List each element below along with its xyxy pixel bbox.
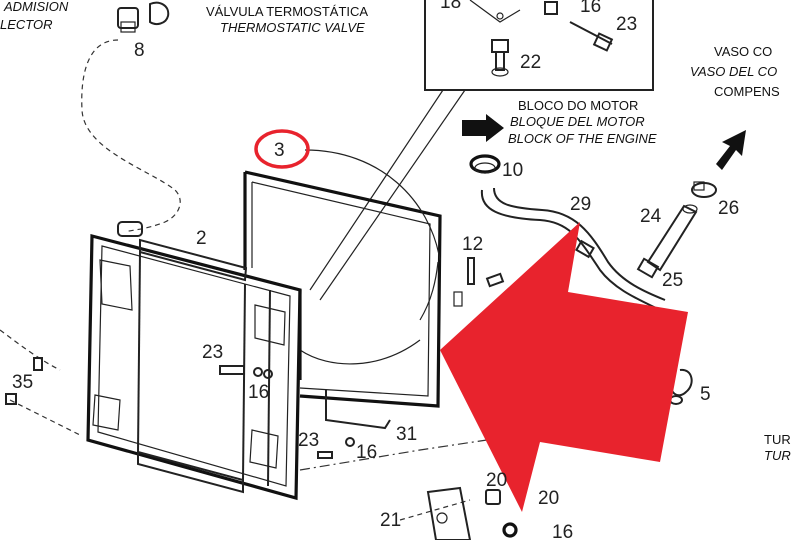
caption-vaso-2: VASO DEL CO [690,64,777,79]
fan-shroud-3 [243,149,442,430]
part-number-2: 2 [196,228,207,249]
part-number-20-a: 20 [486,470,507,491]
part-number-8: 8 [134,40,145,61]
caption-engine-es: BLOQUE DEL MOTOR [510,114,645,129]
hose-clamp-10 [469,154,501,174]
part-number-16-mid: 16 [248,382,269,403]
bolt-23-low [317,437,355,459]
part-number-21: 21 [380,510,401,531]
bottom-dash-line [399,499,471,521]
part-number-16-bottom: 16 [552,522,573,540]
hose-line-lower [9,399,81,436]
radiator-2 [86,221,302,501]
caption-tur-2: TUR [764,448,791,463]
caption-vaso-1: VASO CO [714,44,772,59]
part-number-16-top: 16 [580,0,601,17]
caption-admision: ADMISION [3,0,69,14]
caption-vaso-3: COMPENS [714,84,780,99]
part-number-22: 22 [520,52,541,73]
part-number-5: 5 [700,384,711,405]
part-number-24: 24 [640,206,662,227]
part-number-31: 31 [396,424,417,445]
caption-thermostat-en: THERMOSTATIC VALVE [220,20,365,35]
part-number-23-top: 23 [616,14,637,35]
screw-35 [5,357,43,405]
caption-engine-pt: BLOCO DO MOTOR [518,98,638,113]
highlight-circle [254,129,310,169]
hose-clamp-8 [117,1,170,33]
part-number-16-low: 16 [356,442,377,463]
bolt-12 [453,257,505,307]
part-number-12: 12 [462,234,483,255]
detail-box-thermostat [309,0,654,301]
part-number-20-b: 20 [538,488,559,509]
part-number-23-mid: 23 [202,342,223,363]
caption-tur-1: TUR [764,432,791,447]
part-number-3: 3 [274,140,285,161]
part-number-10: 10 [502,160,523,181]
hose-line-lower-left [0,329,61,371]
hose-clamp-26 [691,181,717,198]
arrow-to-engine-icon [462,114,504,142]
bolt-23-mid [219,365,273,379]
part-number-18: 18 [440,0,461,13]
caption-engine-en: BLOCK OF THE ENGINE [508,131,657,146]
part-number-29: 29 [570,194,591,215]
part-number-26: 26 [718,198,739,219]
arrow-to-vaso-icon [716,130,746,170]
part-number-35: 35 [12,372,33,393]
part-number-25: 25 [662,270,683,291]
part-number-23-low: 23 [298,430,319,451]
bracket-21 [426,486,472,540]
caption-lector: LECTOR [0,17,53,32]
hose-24 [636,204,698,279]
hose-line-left [81,39,181,233]
caption-thermostat-pt: VÁLVULA TERMOSTÁTICA [206,4,368,19]
fitting-20 [485,489,518,538]
red-pointer-arrow [440,222,688,512]
